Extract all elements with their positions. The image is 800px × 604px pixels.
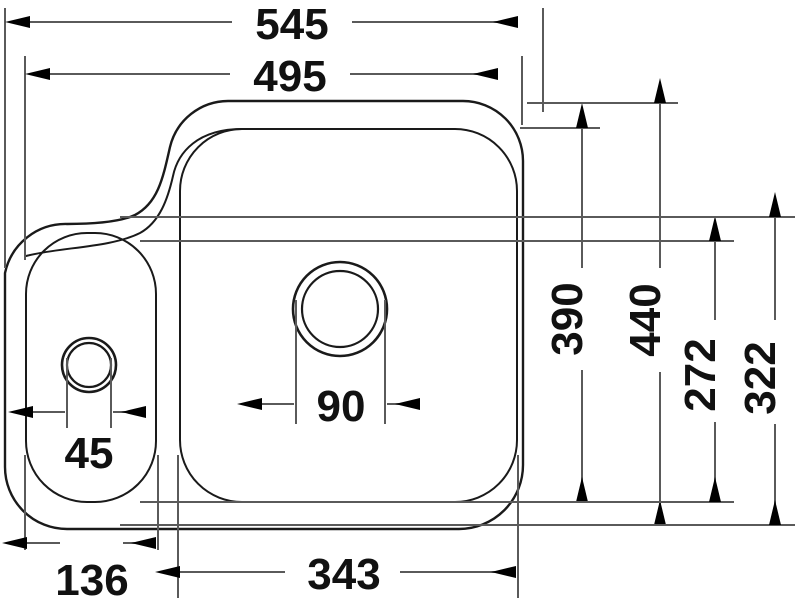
dimension-label-343: 343 <box>307 550 380 599</box>
dimension-495: 495 <box>24 52 523 260</box>
dimension-440: 440 <box>470 78 678 526</box>
shoulder-transition-line <box>25 128 243 257</box>
dimension-136: 136 <box>2 455 159 604</box>
small-bowl <box>25 232 157 503</box>
dimension-label-90: 90 <box>317 382 366 431</box>
dimension-label-495: 495 <box>253 52 326 101</box>
dimension-90: 90 <box>237 300 420 431</box>
dimension-label-545: 545 <box>255 0 328 49</box>
dimension-322: 322 <box>120 192 795 526</box>
sink-outer-rim <box>3 99 525 531</box>
dimension-label-136: 136 <box>55 556 128 604</box>
main-bowl-drain <box>291 260 389 358</box>
dimension-label-322: 322 <box>736 341 785 414</box>
dimension-label-272: 272 <box>676 338 725 411</box>
dimension-label-390: 390 <box>543 282 592 355</box>
dimension-545: 545 <box>4 0 544 268</box>
dimension-390: 390 <box>438 103 600 503</box>
dimension-45: 45 <box>8 358 146 478</box>
dimension-label-440: 440 <box>621 283 670 356</box>
small-bowl-drain <box>60 336 118 394</box>
dimension-272: 272 <box>140 216 734 503</box>
dimension-label-45: 45 <box>65 429 114 478</box>
dimension-343: 343 <box>155 455 519 599</box>
main-bowl <box>179 128 518 503</box>
